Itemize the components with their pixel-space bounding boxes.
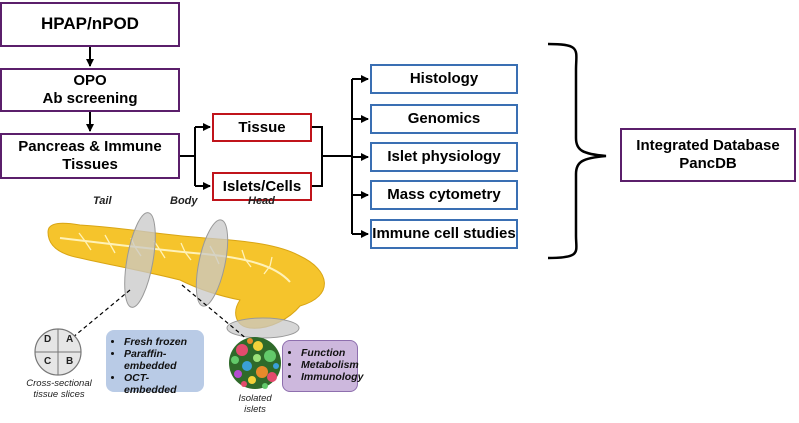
section-planes (124, 212, 300, 339)
tail-section-plane (124, 212, 156, 308)
quadrant-b: B (66, 356, 74, 367)
cross-section-caption-line2: tissue slices (33, 389, 85, 401)
dashed-link-cross-section (71, 289, 131, 339)
opo-label: OPO (73, 72, 107, 89)
pancreas-immune-tissues-box: Pancreas & Immune Tissues (0, 133, 180, 179)
assay-genomics-label: Genomics (407, 110, 481, 127)
isolated-islet-cluster (229, 337, 281, 389)
hpap-npod-box: HPAP/nPOD (0, 2, 180, 47)
tissues-label: Tissues (62, 156, 118, 173)
curly-brace (547, 42, 607, 260)
assay-histology-box: Histology (370, 64, 518, 94)
assay-islet-physiology-label: Islet physiology (387, 148, 501, 165)
assay-immune-cell-label: Immune cell studies (372, 225, 516, 242)
assay-islet-physiology-box: Islet physiology (370, 142, 518, 172)
assay-mass-cytometry-label: Mass cytometry (387, 186, 501, 203)
isolated-islets-caption-line1: Isolated (238, 393, 272, 404)
head-label: Head (248, 195, 275, 207)
tissue-prep-box: Fresh frozen Paraffin-embedded OCT-embed… (106, 330, 204, 396)
tissue-label: Tissue (238, 118, 286, 136)
branch-to-assays (312, 75, 369, 238)
pancreas-immune-label: Pancreas & Immune (18, 138, 162, 155)
branch-to-tissue-islets (180, 123, 211, 190)
prep-fresh-frozen: Fresh frozen (124, 336, 196, 348)
opo-ab-screening-box: OPO Ab screening (0, 68, 180, 112)
tail-label: Tail (93, 195, 112, 207)
isolated-islets-caption: Isolated islets (222, 393, 288, 416)
line-tissue-out (312, 126, 323, 156)
study-immunology: Immunology (301, 371, 363, 383)
ab-screening-label: Ab screening (42, 90, 138, 107)
body-section-plane (195, 219, 229, 307)
prep-oct-embedded: OCT-embedded (124, 372, 196, 396)
head-section-plane (226, 317, 300, 339)
cross-section-disc (34, 328, 82, 376)
assay-genomics-box: Genomics (370, 104, 518, 134)
pancdb-label: PancDB (679, 155, 737, 172)
dashed-link-islets (181, 284, 249, 341)
integrated-database-box: Integrated Database PancDB (620, 128, 796, 182)
assay-immune-cell-box: Immune cell studies (370, 219, 518, 249)
prep-paraffin-embedded: Paraffin-embedded (124, 348, 196, 372)
quadrant-d: D (44, 334, 52, 345)
isolated-islets-caption-line2: islets (244, 404, 266, 416)
cross-section-caption: Cross-sectional tissue slices (14, 378, 104, 401)
body-label: Body (170, 195, 198, 207)
study-function: Function (301, 347, 349, 359)
tissue-box: Tissue (212, 113, 312, 142)
line-islets-out (312, 156, 323, 187)
assay-mass-cytometry-box: Mass cytometry (370, 180, 518, 210)
islets-cells-box: Islets/Cells (212, 172, 312, 201)
cross-section-caption-line1: Cross-sectional (26, 378, 92, 389)
assay-histology-label: Histology (409, 70, 479, 87)
hpap-npod-label: HPAP/nPOD (41, 14, 139, 34)
quadrant-a: A (66, 334, 74, 345)
quadrant-c: C (44, 356, 52, 367)
islets-cells-label: Islets/Cells (222, 177, 302, 195)
study-metabolism: Metabolism (301, 359, 359, 371)
integrated-database-label: Integrated Database (636, 137, 780, 154)
islet-studies-box: Function Metabolism Immunology (282, 340, 363, 392)
pancreas-illustration (34, 212, 325, 389)
